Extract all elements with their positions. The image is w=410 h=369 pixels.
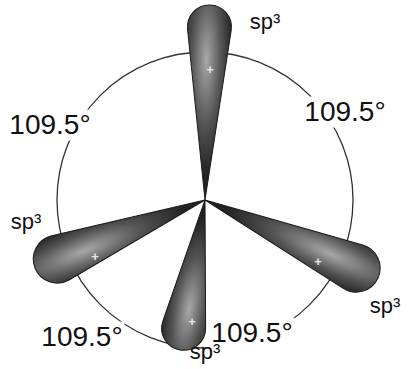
orbital-label: sp³ <box>190 340 221 364</box>
phase-sign: + <box>91 250 99 264</box>
orbital-label: sp³ <box>370 294 401 318</box>
phase-sign: + <box>188 315 196 329</box>
sp3-lobe <box>183 4 232 200</box>
sp3-lobe <box>195 178 388 300</box>
orbital-label: sp³ <box>250 10 281 34</box>
bond-angle: 109.5° <box>39 322 124 353</box>
phase-sign: + <box>206 63 214 77</box>
phase-sign: + <box>314 255 322 269</box>
bond-angle: 109.5° <box>209 318 294 349</box>
orbital-label: sp³ <box>11 210 42 234</box>
lobe-group <box>26 4 388 353</box>
bond-angle: 109.5° <box>302 97 387 128</box>
bond-angle: 109.5° <box>7 110 92 141</box>
